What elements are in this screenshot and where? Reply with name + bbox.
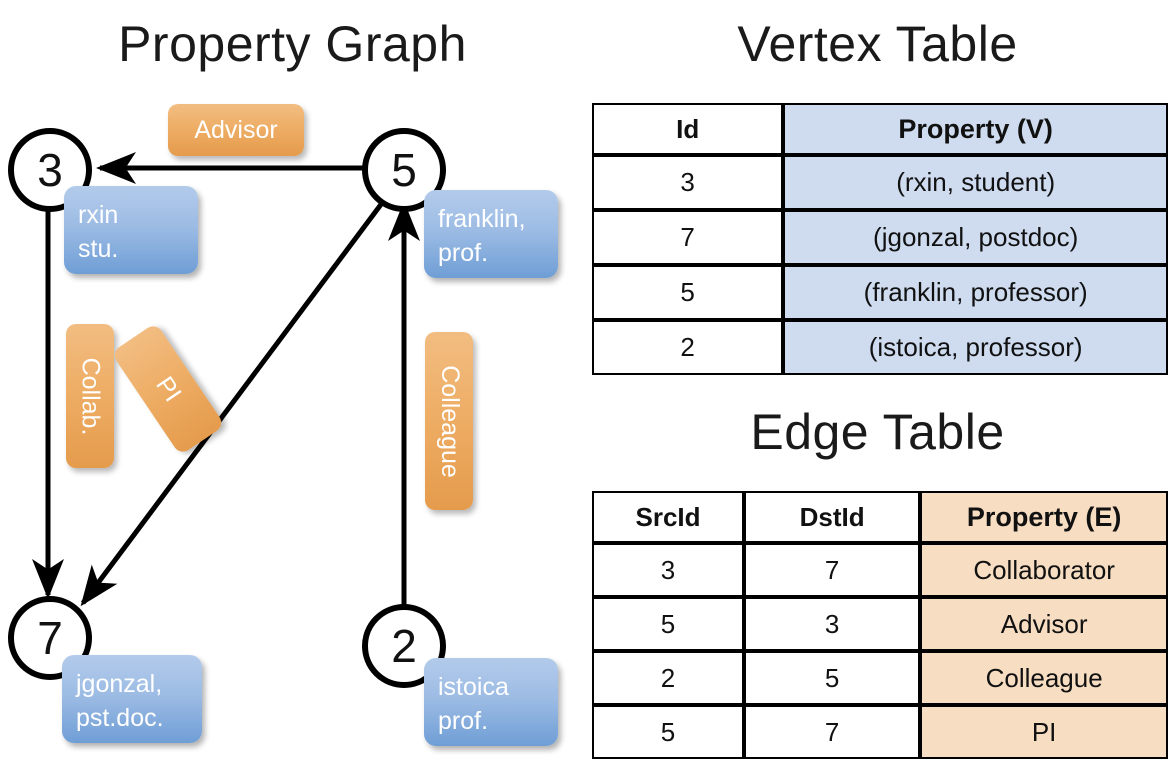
edge-table: SrcId DstId Property (E) 3 7 Collaborato… [592,491,1168,759]
vertex-property-box-2-line2: prof. [438,707,489,735]
vertex-property-box-3-line1: rxin [78,201,119,229]
vertex-table-col-property: Property (V) [783,103,1168,155]
edge-label-collab-text: Collab. [76,357,105,435]
vertex-table: Id Property (V) 3 (rxin, student) 7 (jgo… [592,103,1168,375]
edge-row-2-srcid: 2 [592,651,745,705]
table-row[interactable]: 3 (rxin, student) [592,155,1168,210]
table-row[interactable]: 5 (franklin, professor) [592,265,1168,320]
vertex-node-7-label: 7 [37,612,63,664]
vertex-property-box-3[interactable]: rxin stu. [64,186,198,274]
vertex-property-box-2[interactable]: istoica prof. [424,658,558,746]
table-row[interactable]: 3 7 Collaborator [592,543,1168,597]
edge-row-2-dstid: 5 [744,651,921,705]
vertex-row-0-property: (rxin, student) [783,155,1168,210]
vertex-table-header-row: Id Property (V) [592,103,1168,155]
vertex-node-2-label: 2 [391,620,417,672]
vertex-property-box-5[interactable]: franklin, prof. [424,190,558,278]
table-row[interactable]: 7 (jgonzal, postdoc) [592,210,1168,265]
graph-edges-layer [32,152,420,607]
vertex-property-box-7[interactable]: jgonzal, pst.doc. [62,655,202,743]
edge-row-1-srcid: 5 [592,597,745,651]
vertex-property-box-5-line1: franklin, [438,205,526,233]
edge-5-to-7-pi [80,189,394,607]
table-row[interactable]: 5 7 PI [592,705,1168,759]
page-title-property-graph: Property Graph [118,16,467,72]
edge-table-header-row: SrcId DstId Property (E) [592,491,1168,543]
edge-label-colleague-text: Colleague [435,364,464,478]
vertex-property-box-3-line2: stu. [78,235,119,263]
edge-label-colleague[interactable]: Colleague [425,332,473,510]
vertex-row-1-id: 7 [592,210,784,265]
vertex-row-2-id: 5 [592,265,784,320]
page-title-vertex-table: Vertex Table [737,16,1018,72]
edge-row-2-property: Colleague [920,651,1168,705]
vertex-row-3-property: (istoica, professor) [783,320,1168,375]
edge-row-3-srcid: 5 [592,705,745,759]
edge-row-0-srcid: 3 [592,543,745,597]
edge-table-col-dstid: DstId [744,491,921,543]
vertex-property-box-7-line2: pst.doc. [76,704,164,732]
edge-row-1-property: Advisor [920,597,1168,651]
table-row[interactable]: 2 (istoica, professor) [592,320,1168,375]
vertex-row-1-property: (jgonzal, postdoc) [783,210,1168,265]
edge-table-col-srcid: SrcId [592,491,745,543]
edge-label-pi-text: PI [150,371,187,407]
vertex-property-box-2-line1: istoica [438,673,509,701]
vertex-node-5[interactable]: 5 [362,128,446,212]
vertex-node-5-label: 5 [391,144,417,196]
edge-row-3-dstid: 7 [744,705,921,759]
edge-label-advisor-text: Advisor [194,115,278,144]
edge-row-0-dstid: 7 [744,543,921,597]
edge-row-0-property: Collaborator [920,543,1168,597]
vertex-node-3-label: 3 [37,144,63,196]
vertex-row-0-id: 3 [592,155,784,210]
edge-label-collab[interactable]: Collab. [66,324,114,468]
table-row[interactable]: 2 5 Colleague [592,651,1168,705]
vertex-row-2-property: (franklin, professor) [783,265,1168,320]
vertex-table-col-id: Id [592,103,784,155]
edge-row-1-dstid: 3 [744,597,921,651]
vertex-row-3-id: 2 [592,320,784,375]
edge-row-3-property: PI [920,705,1168,759]
edge-table-col-property: Property (E) [920,491,1168,543]
edge-label-advisor[interactable]: Advisor [168,104,304,156]
page-title-edge-table: Edge Table [750,404,1005,460]
vertex-property-box-7-line1: jgonzal, [76,670,163,698]
vertex-property-box-5-line2: prof. [438,239,489,267]
table-row[interactable]: 5 3 Advisor [592,597,1168,651]
vertex-node-2[interactable]: 2 [362,604,446,688]
